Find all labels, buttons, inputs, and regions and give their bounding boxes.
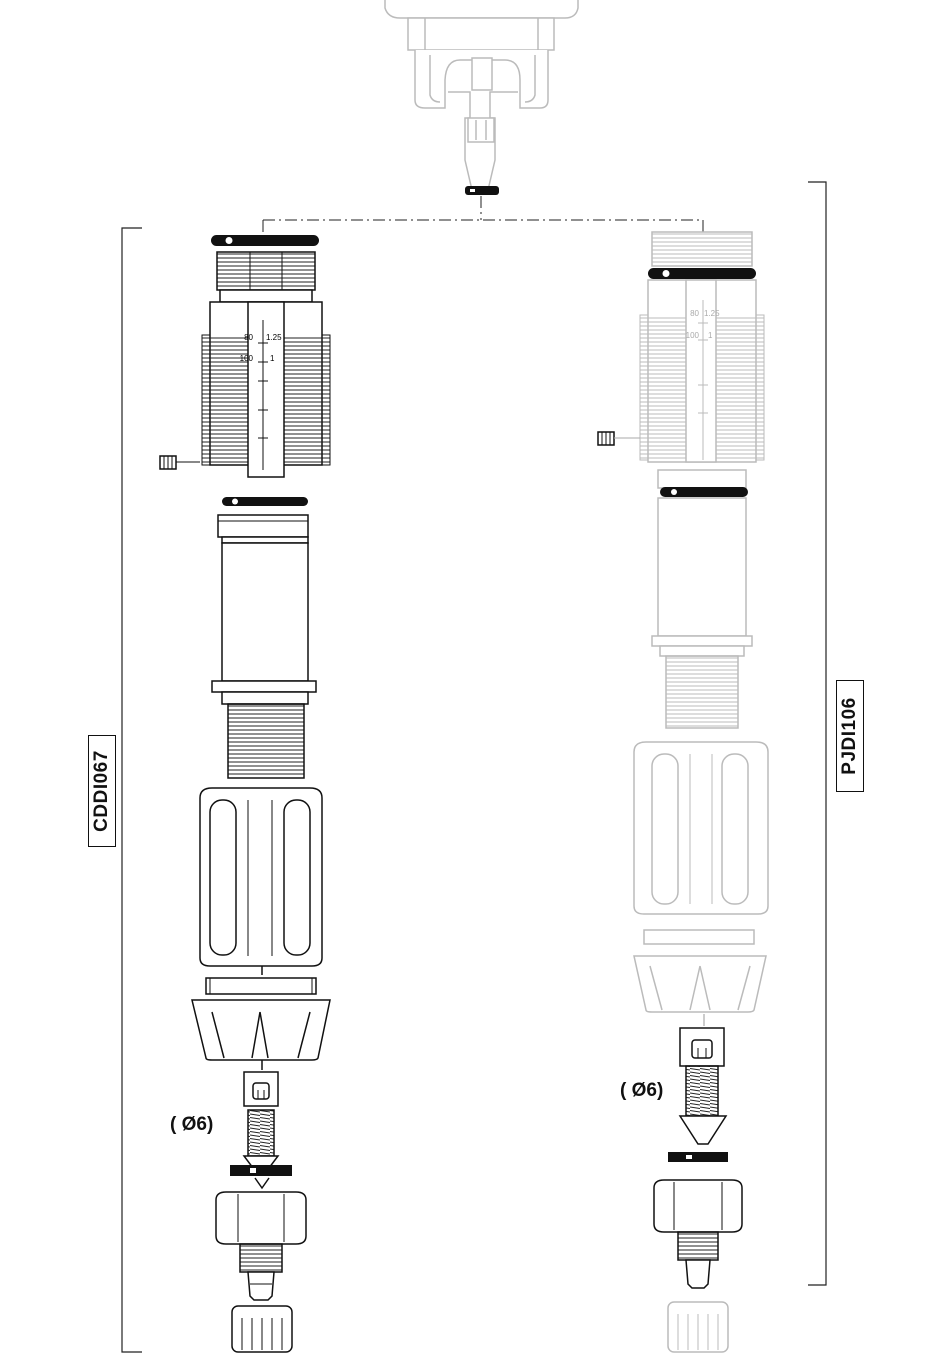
right-scale-labels: 80 1.25 100 1 — [686, 309, 720, 340]
right-mid-oring — [660, 487, 748, 497]
left-cartridge — [211, 514, 317, 779]
scale-1-25-right: 1.25 — [704, 309, 720, 318]
scale-100: 100 — [240, 354, 254, 363]
right-cone-housing — [633, 955, 767, 1013]
connector-lines — [262, 196, 704, 232]
left-filter-spring — [242, 1071, 280, 1173]
tube-diameter-label-right: ( Ø6) — [620, 1080, 664, 1101]
right-tube-nut — [667, 1301, 729, 1353]
left-grub-screw — [159, 455, 200, 470]
tube-diameter-label-left: ( Ø6) — [170, 1114, 214, 1135]
scale-1-25: 1.25 — [266, 333, 282, 342]
right-injector-body — [639, 231, 765, 463]
left-cone-housing — [191, 999, 331, 1070]
right-top-oring — [648, 268, 756, 279]
left-washer — [205, 977, 317, 995]
left-nut — [199, 787, 323, 975]
right-filter-spring — [678, 1014, 728, 1145]
bracket-right — [808, 181, 827, 1286]
right-washer — [643, 929, 755, 945]
scale-80: 80 — [244, 333, 253, 342]
housing-oring — [465, 186, 499, 195]
kit-label-right: PJDI106 — [836, 680, 864, 792]
right-seal-ring — [668, 1152, 728, 1162]
scale-80-right: 80 — [690, 309, 699, 318]
right-cartridge — [651, 469, 753, 729]
right-valve-body — [653, 1179, 743, 1289]
right-grub-screw — [597, 431, 640, 446]
left-top-oring — [211, 235, 319, 246]
left-seal-ring — [230, 1165, 292, 1190]
bracket-left — [121, 227, 142, 1353]
right-nut — [633, 741, 769, 915]
left-tube-nut — [231, 1305, 293, 1353]
scale-1-right: 1 — [708, 331, 713, 340]
left-valve-body — [215, 1191, 307, 1301]
housing-top — [384, 0, 579, 191]
left-injector-body — [201, 251, 331, 478]
left-mid-oring — [222, 497, 308, 506]
scale-100-right: 100 — [686, 331, 700, 340]
kit-label-left: CDDI067 — [88, 735, 116, 847]
scale-1: 1 — [270, 354, 275, 363]
left-scale-labels: 80 1.25 100 1 — [240, 333, 282, 363]
